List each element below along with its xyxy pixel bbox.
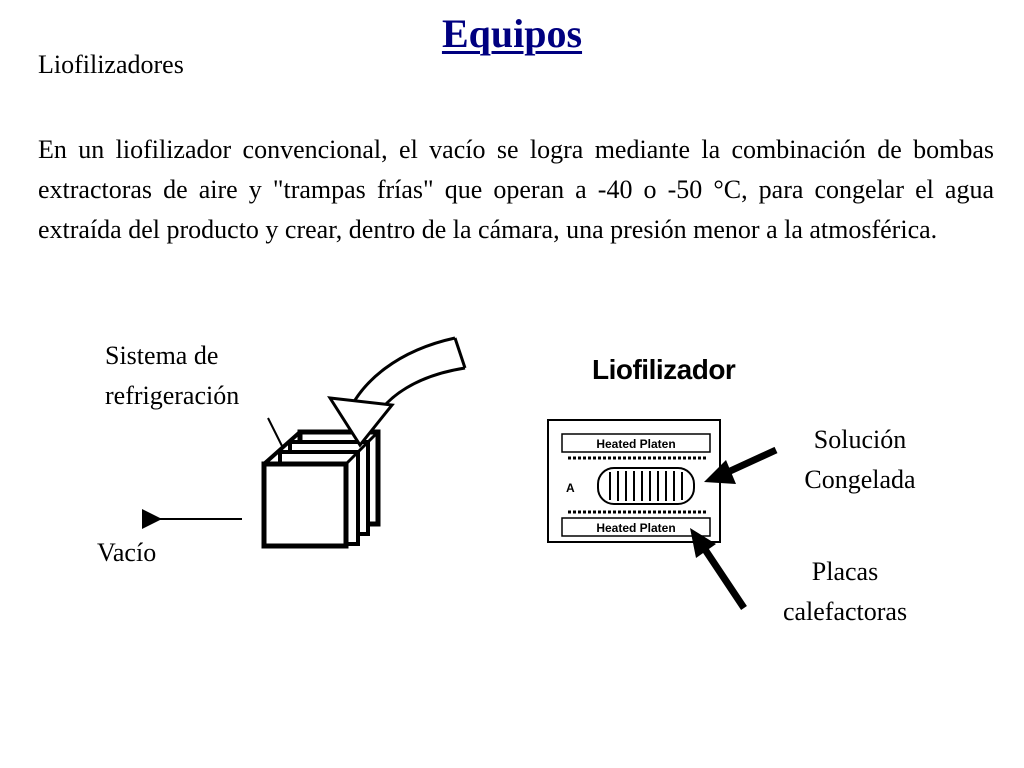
label-placas-calefactoras: Placas calefactoras bbox=[755, 552, 935, 632]
slide-title: Equipos bbox=[441, 11, 583, 56]
sistema-leader-line bbox=[267, 417, 283, 447]
bottom-platen-label: Heated Platen bbox=[596, 521, 675, 535]
refrigeration-unit bbox=[261, 429, 381, 549]
frozen-solution-tray bbox=[597, 467, 695, 505]
label-placas-line2: calefactoras bbox=[782, 597, 908, 626]
label-sistema-line1: Sistema de bbox=[105, 341, 219, 370]
slide-subtitle: Liofilizadores bbox=[38, 50, 184, 79]
freeze-dryer-chamber: Heated Platen A Heated Platen bbox=[547, 419, 721, 543]
bottom-platen bbox=[561, 517, 711, 537]
top-platen-label: Heated Platen bbox=[596, 437, 675, 451]
label-sistema-refrigeracion: Sistema de refrigeración bbox=[105, 336, 305, 416]
label-sistema-line2: refrigeración bbox=[105, 381, 240, 410]
label-vacio: Vacío bbox=[97, 538, 157, 567]
top-platen bbox=[561, 433, 711, 453]
pointer-arrow-solucion-icon bbox=[704, 446, 778, 484]
frozen-solution-hatch bbox=[609, 471, 683, 501]
chamber-marker-a: A bbox=[566, 481, 575, 495]
description-paragraph: En un liofilizador convencional, el vací… bbox=[38, 135, 994, 244]
diagram-title: Liofilizador bbox=[592, 354, 736, 385]
curved-arrow-icon bbox=[327, 336, 467, 448]
refrig-box-front bbox=[261, 461, 349, 549]
label-placas-line1: Placas bbox=[811, 557, 879, 586]
pointer-arrow-placas-icon bbox=[690, 528, 747, 610]
refrig-edge-top-right bbox=[344, 430, 380, 466]
refrig-edge-top-left bbox=[262, 430, 302, 466]
label-solucion-line2: Congelada bbox=[804, 465, 916, 494]
label-solucion-line1: Solución bbox=[813, 425, 907, 454]
label-solucion-congelada: Solución Congelada bbox=[780, 420, 940, 500]
